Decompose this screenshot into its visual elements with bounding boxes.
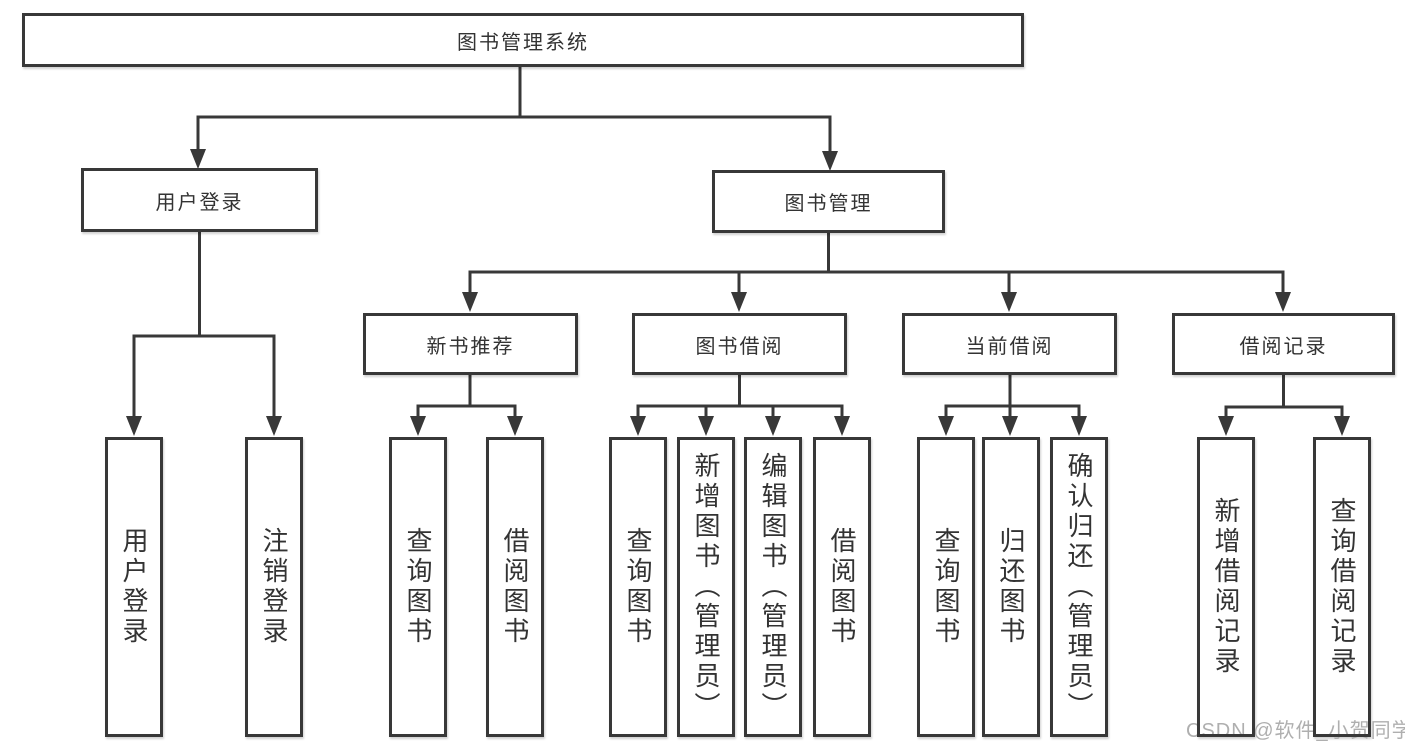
- node-borrowing-records: 借阅记录: [1172, 313, 1395, 375]
- leaf-query-books-3: 查询图书: [917, 437, 975, 737]
- node-user-login: 用户登录: [81, 168, 318, 232]
- node-label: 图书管理系统: [457, 31, 589, 54]
- arrowhead-icon: [1071, 416, 1087, 436]
- arrowhead-icons: [126, 149, 1350, 436]
- arrowhead-icon: [462, 292, 478, 312]
- node-label: 查询图书: [931, 527, 961, 647]
- node-book-management: 图书管理: [712, 170, 945, 233]
- node-label: 图书管理: [784, 193, 873, 215]
- node-label: 查询图书: [403, 527, 433, 647]
- node-label: 借阅图书: [827, 527, 857, 647]
- node-current-borrowing: 当前借阅: [902, 313, 1117, 375]
- node-label: 确认归还（管理员）: [1064, 452, 1094, 722]
- arrowhead-icon: [1334, 416, 1350, 436]
- arrowhead-icon: [507, 416, 523, 436]
- leaf-borrow-books-2: 借阅图书: [813, 437, 871, 737]
- leaf-user-login: 用户登录: [105, 437, 163, 737]
- node-label: 查询借阅记录: [1327, 497, 1357, 677]
- leaf-return-book: 归还图书: [982, 437, 1040, 737]
- leaf-borrow-books: 借阅图书: [486, 437, 544, 737]
- arrowhead-icon: [765, 416, 781, 436]
- node-label: 归还图书: [996, 527, 1026, 647]
- leaf-edit-book-admin: 编辑图书（管理员）: [744, 437, 802, 737]
- node-label: 借阅图书: [500, 527, 530, 647]
- arrowhead-icon: [938, 416, 954, 436]
- arrowhead-icon: [731, 292, 747, 312]
- arrowhead-icon: [1001, 292, 1017, 312]
- arrowhead-icon: [126, 416, 142, 436]
- leaf-logout: 注销登录: [245, 437, 303, 737]
- arrowhead-icon: [1275, 292, 1291, 312]
- leaf-query-borrow-record: 查询借阅记录: [1313, 437, 1371, 737]
- leaf-add-book-admin: 新增图书（管理员）: [677, 437, 735, 737]
- node-label: 新增图书（管理员）: [691, 452, 721, 722]
- arrowhead-icon: [630, 416, 646, 436]
- node-label: 新书推荐: [426, 335, 515, 358]
- node-label: 用户登录: [119, 527, 149, 647]
- node-label: 查询图书: [623, 527, 653, 647]
- node-label: 新增借阅记录: [1211, 497, 1241, 677]
- arrowhead-icon: [410, 416, 426, 436]
- leaf-add-borrow-record: 新增借阅记录: [1197, 437, 1255, 737]
- arrowhead-icon: [266, 416, 282, 436]
- node-new-book-recommendation: 新书推荐: [363, 313, 578, 375]
- watermark: CSDN @软件_小贺同学: [1186, 720, 1405, 742]
- arrowhead-icon: [190, 149, 206, 169]
- connector-path: [132, 67, 1344, 419]
- node-label: 编辑图书（管理员）: [758, 452, 788, 722]
- node-label: 注销登录: [259, 527, 289, 647]
- leaf-query-books-2: 查询图书: [609, 437, 667, 737]
- node-label: 当前借阅: [965, 335, 1054, 358]
- node-label: 借阅记录: [1239, 335, 1328, 358]
- arrowhead-icon: [822, 151, 838, 171]
- arrowhead-icon: [1218, 416, 1234, 436]
- arrowhead-icon: [1002, 416, 1018, 436]
- node-label: 图书借阅: [695, 335, 784, 358]
- leaf-query-books: 查询图书: [389, 437, 447, 737]
- node-book-borrowing: 图书借阅: [632, 313, 847, 375]
- arrowhead-icon: [834, 416, 850, 436]
- node-library-management-system: 图书管理系统: [22, 13, 1024, 67]
- arrowhead-icon: [698, 416, 714, 436]
- node-label: 用户登录: [155, 191, 244, 214]
- leaf-confirm-return-admin: 确认归还（管理员）: [1050, 437, 1108, 737]
